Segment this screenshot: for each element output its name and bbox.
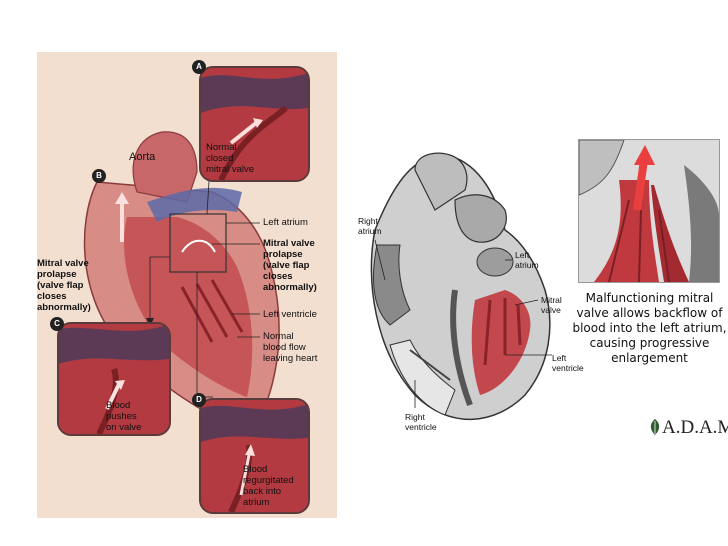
- inset-d-label: Blood regurgitated back into atrium: [243, 464, 294, 508]
- label-left-ventricle-right: Left ventricle: [552, 353, 584, 373]
- inset-d-regurgitation: Blood regurgitated back into atrium: [199, 398, 310, 514]
- heart-cross-section: Right atrium Left atrium Mitral valve Le…: [355, 150, 585, 440]
- inset-c-illustration: [59, 324, 169, 434]
- label-mitral-valve-prolapse-left: Mitral valve prolapse (valve flap closes…: [37, 258, 91, 313]
- inset-a-illustration: [201, 68, 308, 180]
- label-mitral-valve: Mitral valve: [541, 295, 562, 315]
- adam-logo: A.D.A.M.: [662, 417, 728, 438]
- badge-a: A: [192, 60, 206, 74]
- label-mitral-valve-prolapse-right: Mitral valve prolapse (valve flap closes…: [263, 238, 317, 293]
- label-right-atrium: Right atrium: [358, 216, 382, 236]
- label-right-ventricle: Right ventricle: [405, 412, 437, 432]
- inset-a-label: Normal closed mitral valve: [206, 142, 255, 175]
- badge-b: B: [92, 169, 106, 183]
- badge-c: C: [50, 317, 64, 331]
- heart-illustration: [83, 131, 280, 433]
- inset-a-normal-valve: Normal closed mitral valve: [199, 66, 310, 182]
- inset-c-label: Blood pushes on valve: [106, 400, 142, 433]
- label-normal-blood-flow: Normal blood flow leaving heart: [263, 331, 318, 364]
- mitral-backflow-closeup: [578, 139, 720, 283]
- valve-caption: Malfunctioning mitral valve allows backf…: [572, 291, 727, 365]
- label-left-ventricle: Left ventricle: [263, 309, 317, 320]
- label-left-atrium: Left atrium: [263, 217, 308, 228]
- label-left-atrium-right: Left atrium: [515, 250, 539, 270]
- backflow-closeup-illustration: [579, 140, 719, 282]
- adam-leaf-icon: [648, 418, 662, 441]
- label-aorta: Aorta: [129, 151, 156, 163]
- inset-c-blood-pushes: Blood pushes on valve: [57, 322, 171, 436]
- inset-d-illustration: [201, 400, 308, 512]
- badge-d: D: [192, 393, 206, 407]
- heart-cross-section-illustration: [370, 152, 552, 421]
- mitral-prolapse-diagram: Normal closed mitral valve A Blood pushe…: [37, 52, 337, 518]
